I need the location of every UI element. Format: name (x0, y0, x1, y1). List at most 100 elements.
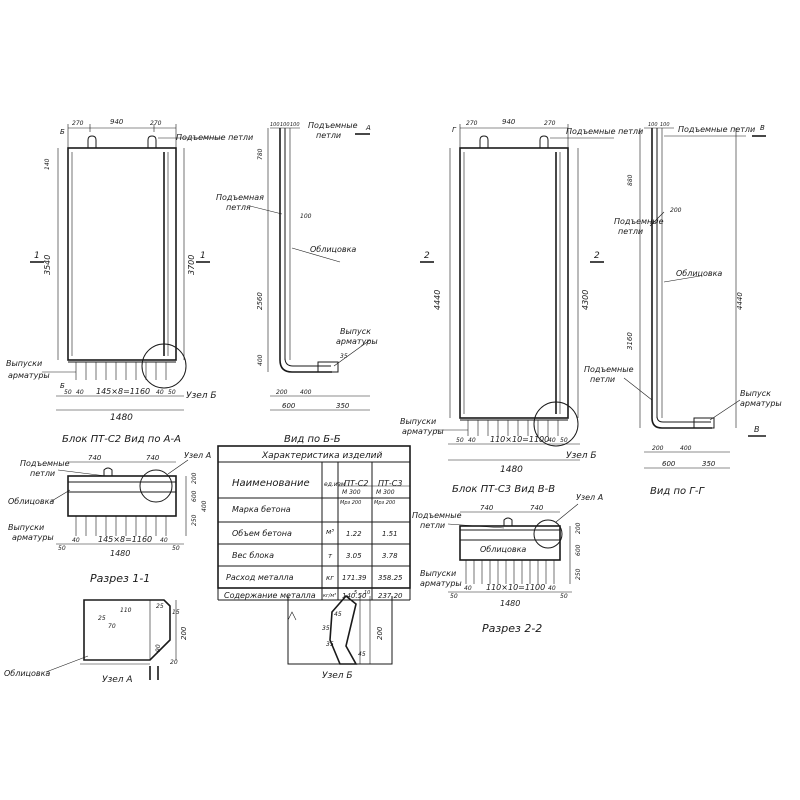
section-1-1-body (83, 599, 171, 661)
dim-bottom-5: 50 (168, 389, 176, 396)
section-mark-left: 2 (424, 251, 430, 261)
lift-loops-label: Подъемные петли (678, 125, 755, 134)
dim-right-4: 400 (201, 500, 208, 512)
lift-loops-label: Подъемные петли (566, 127, 643, 136)
dim-b: 2560 (256, 292, 264, 310)
lift-loop-label-2: петля (226, 203, 251, 212)
lift-loop-right (539, 135, 549, 148)
row-5-v2: 237.20 (378, 592, 403, 600)
dim-c: 4440 (736, 292, 744, 310)
spec-table-title: Характеристика изделий (261, 451, 383, 461)
row-4-name: Расход металла (226, 573, 294, 582)
section-1-1-title: Разрез 1-1 (90, 572, 150, 585)
dim-a: 780 (257, 148, 264, 160)
facing-label: Облицовка (4, 669, 50, 678)
block-pt-s3-elevation: 270 940 270 Г Подъемные петли 4440 4300 … (400, 118, 643, 495)
lift-loops-label-2a: Подъемные (614, 217, 664, 226)
row-1-name: Марка бетона (232, 505, 291, 514)
rebar-outlets (75, 362, 167, 380)
dim-7: 45 (358, 651, 366, 658)
section-2-2-title: Разрез 2-2 (482, 622, 542, 635)
dim-2: 10 (364, 590, 370, 596)
row-2-v1: 1.22 (346, 530, 362, 538)
block-pt-s3-outline (459, 147, 569, 419)
dim-top-2: 940 (110, 118, 124, 126)
row-3-v1: 3.05 (346, 552, 362, 560)
dim-c: 400 (257, 354, 264, 366)
section-mark-right: 2 (594, 251, 600, 261)
section-mark-left: 1 (34, 251, 40, 261)
dim-bottom-1: 200 (652, 445, 664, 452)
section-1-1: Разрез 1-1 25 70 110 200 15 25 90 20 Обл… (4, 572, 188, 685)
lift-loop-label-1: Подъемная (216, 193, 264, 202)
outlets-label-1: Выпуск (740, 389, 771, 398)
dim-bottom-1: 200 (276, 389, 288, 396)
view-b-b: 100 100 100 Подъемные петли А Подъемная … (216, 121, 378, 445)
dim-b: 3160 (626, 332, 634, 350)
dim-1: 25 (98, 615, 106, 622)
dim-inner: 3700 (187, 255, 196, 275)
node-a-label: Узел А (184, 451, 211, 460)
rebar-outlets (465, 560, 555, 584)
row-4-v2: 358.25 (378, 574, 403, 582)
letter-b: Б (60, 128, 65, 136)
node-a-label: Узел А (102, 675, 133, 685)
dim-edge-3: 40 (160, 537, 168, 544)
dim-bottom-4: 40 (156, 389, 164, 396)
dim-total: 1480 (110, 413, 133, 423)
lift-loop-left (87, 135, 97, 148)
dim-bottom-2: 400 (680, 445, 692, 452)
node-b-label: Узел Б (566, 451, 597, 461)
letter-g: Г (452, 126, 457, 134)
dim-4: 200 (180, 626, 188, 640)
dim-3: 45 (334, 611, 342, 618)
dim-2: 70 (108, 623, 116, 630)
dim-top-1: 100 (270, 122, 280, 128)
dim-total: 1480 (110, 549, 130, 558)
node-b-callout (533, 401, 579, 447)
dim-top-3: 100 (290, 122, 300, 128)
dim-bottom-1: 50 (64, 389, 72, 396)
col-header-unit: ед.изм (324, 481, 346, 488)
dim-5: 15 (172, 609, 180, 616)
facing-label: Облицовка (310, 245, 356, 254)
dim-e: 35 (340, 353, 348, 360)
lift-loops-label-1: Подъемные (20, 459, 70, 468)
dim-bottom: 145×8=1160 (98, 535, 152, 544)
plan-pt-s3: 740 740 Подъемные петли Облицовка Узел А… (412, 493, 603, 635)
lift-loop-left (479, 135, 489, 148)
dim-total: 1480 (500, 599, 520, 608)
block-pt-s2-title: Блок ПТ-С2 Вид по А-А (62, 434, 181, 445)
dim-7: 90 (155, 644, 162, 652)
outlets-label-2: арматуры (8, 371, 50, 380)
outlets-label-1: Выпуски (8, 523, 44, 532)
dim-right-2: 600 (191, 490, 198, 502)
facing-label: Облицовка (8, 497, 54, 506)
spec-table-frame (217, 445, 411, 589)
outlets-label-2: арматуры (12, 533, 54, 542)
col-header-name: Наименование (232, 478, 310, 489)
dim-bottom: 110×10=1100 (486, 583, 545, 592)
dim-top-2: 940 (502, 118, 516, 126)
lift-loops-label-1: Подъемные (308, 121, 358, 130)
view-g-g-title: Вид по Г-Г (650, 486, 705, 497)
dim-bottom-2: 40 (468, 437, 476, 444)
row-1-v1a: М 300 (342, 489, 361, 496)
node-a-callout (533, 519, 563, 549)
row-5-unit: кг/м³ (323, 593, 336, 599)
dim-bottom-3: 110×10=1100 (490, 435, 549, 444)
row-4-unit: кг (326, 574, 334, 582)
view-b-b-title: Вид по Б-Б (284, 434, 341, 445)
dim-top-2: 100 (660, 122, 670, 128)
lift-loop-right (147, 135, 157, 148)
dim-right-1: 200 (191, 472, 198, 484)
dim-right-3: 250 (191, 514, 198, 526)
dim-bottom-4: 350 (336, 402, 350, 410)
spec-table: Характеристика изделий Наименование ед.и… (217, 445, 411, 601)
row-1-v1b: Мрз 200 (340, 500, 361, 506)
dim-d: 100 (300, 213, 312, 220)
view-g-g: 100 100 Подъемные петли В 880 3160 4440 … (584, 122, 782, 497)
dim-edge-2: 40 (464, 585, 472, 592)
block-pt-s3-title: Блок ПТ-С3 Вид В-В (452, 484, 555, 495)
col-header-pt-s3: ПТ-С3 (378, 479, 402, 488)
